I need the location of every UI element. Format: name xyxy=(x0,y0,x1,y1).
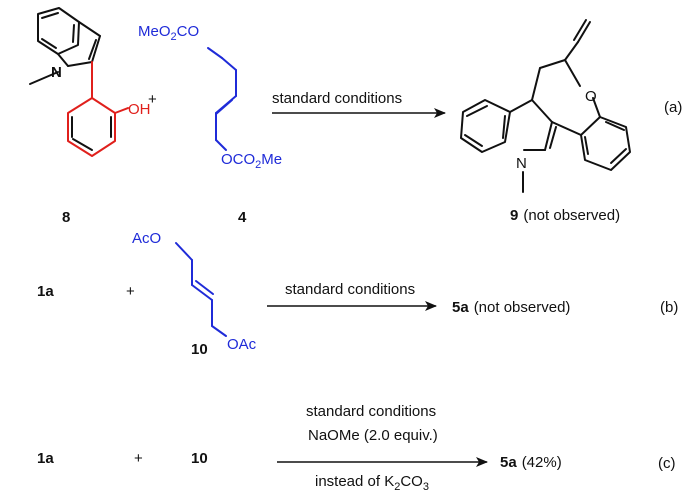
compound-10-oac: OAc xyxy=(227,336,257,353)
compound-4-number: 4 xyxy=(238,209,247,226)
compound-8-phenol-ring xyxy=(71,116,112,151)
reagent-10-c: 10 xyxy=(191,450,208,467)
arrow-a-label: standard conditions xyxy=(272,90,402,107)
arrow-b-label: standard conditions xyxy=(285,281,415,298)
compound-8-oh-label: OH xyxy=(128,101,151,118)
compound-10-aco: AcO xyxy=(132,230,161,247)
compound-9-structure xyxy=(460,19,631,193)
compound-8-structure xyxy=(29,7,101,85)
plus-c: + xyxy=(134,450,143,467)
product-5a-b: 5a(not observed) xyxy=(452,299,570,316)
reactant-1a-c: 1a xyxy=(37,450,54,467)
reaction-b-label: (b) xyxy=(660,299,678,316)
compound-4-bottom-oco2me: OCO2Me xyxy=(221,151,282,171)
compound-9-n-atom: N xyxy=(516,155,527,172)
arrow-c-label-3: instead of K2CO3 xyxy=(315,473,429,493)
reaction-c-label: (c) xyxy=(658,455,676,472)
compound-4-structure xyxy=(207,47,237,151)
arrow-c-label-2: NaOMe (2.0 equiv.) xyxy=(308,427,438,444)
plus-a: + xyxy=(148,91,157,108)
compound-4-top-meo: MeO2CO xyxy=(138,23,199,43)
arrow-c-label-1: standard conditions xyxy=(306,403,436,420)
compound-9-caption: 9(not observed) xyxy=(510,207,620,224)
compound-8-number: 8 xyxy=(62,209,70,226)
compound-10-number: 10 xyxy=(191,341,208,358)
compound-8-n-atom: N xyxy=(51,64,62,81)
compound-8-red-highlight xyxy=(67,61,129,157)
reaction-a-label: (a) xyxy=(664,99,682,116)
product-5a-c: 5a(42%) xyxy=(500,454,562,471)
reactant-1a-b: 1a xyxy=(37,283,54,300)
compound-10-structure-b xyxy=(175,242,227,337)
plus-b: + xyxy=(126,283,135,300)
compound-9-o-atom: O xyxy=(585,88,597,105)
